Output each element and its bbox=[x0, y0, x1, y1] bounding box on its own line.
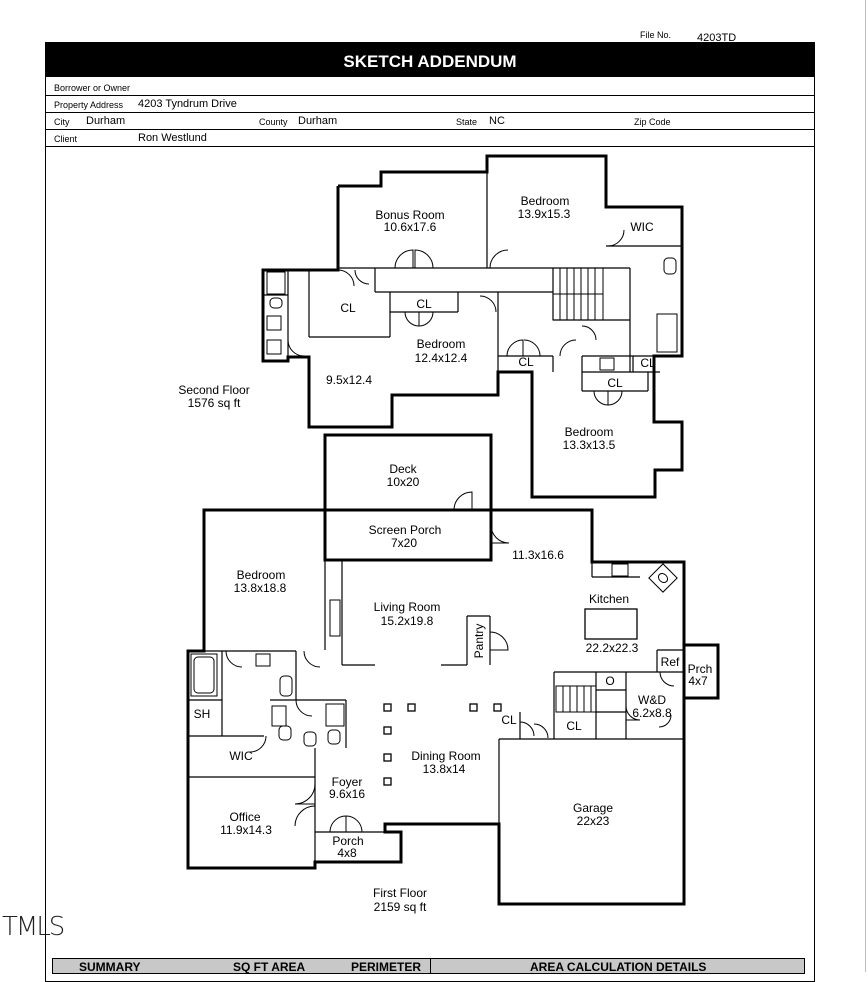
ff-shower: SH bbox=[194, 707, 211, 721]
city-row: City Durham County Durham State NC Zip C… bbox=[46, 112, 814, 130]
county-label: County bbox=[259, 117, 288, 127]
sf-bedroom2-dim: 12.4x12.4 bbox=[415, 351, 468, 365]
first-floor-interior bbox=[188, 560, 684, 868]
ff-porch-dim: 4x8 bbox=[337, 846, 357, 860]
first-floor-label: First Floor bbox=[373, 886, 427, 900]
ff-wd-dim: 6.2x8.8 bbox=[632, 706, 672, 720]
ff-screen-porch-name: Screen Porch bbox=[369, 523, 442, 537]
address-label: Property Address bbox=[54, 100, 124, 110]
ff-deck-name: Deck bbox=[389, 462, 417, 476]
first-floor-columns bbox=[383, 703, 502, 786]
ff-kitchen-dim: 22.2x22.3 bbox=[586, 641, 639, 655]
ff-bedroom-dim: 13.8x18.8 bbox=[234, 581, 287, 595]
ff-prch-name: Prch bbox=[688, 662, 713, 676]
sketch-form: SKETCH ADDENDUM Borrower or Owner Proper… bbox=[45, 42, 815, 982]
sf-wic: WIC bbox=[630, 220, 654, 234]
file-number: File No. 4203TD bbox=[640, 30, 736, 44]
summary-separator bbox=[430, 959, 431, 974]
sf-bedroom1-name: Bedroom bbox=[521, 194, 570, 208]
state-label: State bbox=[456, 117, 478, 127]
ff-dining-room-name: Dining Room bbox=[411, 749, 480, 763]
state-value: NC bbox=[489, 115, 505, 127]
address-row: Property Address 4203 Tyndrum Drive bbox=[46, 95, 814, 113]
ff-living-room-dim: 15.2x19.8 bbox=[381, 614, 434, 628]
ff-deck-dim: 10x20 bbox=[387, 475, 420, 489]
ff-kitchen-name: Kitchen bbox=[589, 592, 629, 606]
sf-room-dim: 9.5x12.4 bbox=[326, 373, 372, 387]
summary-col-area: SQ FT AREA bbox=[233, 960, 306, 974]
ff-wd-name: W&D bbox=[638, 693, 666, 707]
summary-col-summary: SUMMARY bbox=[79, 960, 141, 974]
sf-bedroom3-dim: 13.3x13.5 bbox=[563, 438, 616, 452]
first-floor-doors bbox=[225, 491, 675, 833]
second-floor-stairs bbox=[552, 267, 604, 321]
ff-foyer-name: Foyer bbox=[332, 775, 363, 789]
zip-label: Zip Code bbox=[634, 117, 671, 127]
ff-screen-porch-dim: 7x20 bbox=[391, 536, 417, 550]
client-label: Client bbox=[54, 134, 78, 144]
first-floor-fixtures bbox=[190, 563, 678, 747]
sf-closet-c: CL bbox=[518, 355, 534, 369]
first-floor-area: 2159 sq ft bbox=[374, 900, 427, 914]
ff-dining-room-dim: 13.8x14 bbox=[423, 762, 466, 776]
county-value: Durham bbox=[298, 115, 338, 127]
ff-garage-name: Garage bbox=[573, 801, 613, 815]
second-floor-interior bbox=[263, 172, 682, 392]
second-floor-area: 1576 sq ft bbox=[188, 396, 241, 410]
sf-bedroom1-dim: 13.9x15.3 bbox=[518, 207, 571, 221]
borrower-row: Borrower or Owner bbox=[46, 78, 814, 96]
ff-ref: Ref bbox=[661, 655, 680, 669]
ff-o-label: O bbox=[605, 674, 614, 688]
second-floor-exterior bbox=[261, 154, 684, 499]
city-label: City bbox=[54, 117, 70, 127]
sf-closet-a: CL bbox=[340, 301, 356, 315]
sf-closet-b: CL bbox=[416, 297, 432, 311]
city-value: Durham bbox=[86, 115, 126, 127]
summary-col-details: AREA CALCULATION DETAILS bbox=[530, 960, 707, 974]
second-floor-fixtures bbox=[266, 257, 678, 371]
tmls-watermark: TMLS bbox=[2, 912, 65, 942]
ff-prch-dim: 4x7 bbox=[688, 674, 708, 688]
ff-pantry: Pantry bbox=[472, 624, 486, 659]
first-floor-stairs bbox=[555, 685, 597, 713]
file-no-label: File No. bbox=[640, 30, 672, 40]
sf-bedroom2-name: Bedroom bbox=[417, 337, 466, 351]
sf-bonus-room-name: Bonus Room bbox=[375, 208, 444, 222]
ff-office-name: Office bbox=[229, 810, 260, 824]
ff-closet-b: CL bbox=[566, 719, 582, 733]
ff-wic: WIC bbox=[229, 749, 253, 763]
ff-closet-a: CL bbox=[501, 713, 517, 727]
client-value: Ron Westlund bbox=[138, 132, 207, 144]
ff-room-dim: 11.3x16.6 bbox=[512, 548, 564, 562]
summary-header: SUMMARY SQ FT AREA PERIMETER AREA CALCUL… bbox=[52, 958, 805, 974]
form-title: SKETCH ADDENDUM bbox=[46, 43, 814, 77]
client-row: Client Ron Westlund bbox=[46, 129, 814, 147]
address-value: 4203 Tyndrum Drive bbox=[138, 98, 237, 110]
sf-bonus-room-dim: 10.6x17.6 bbox=[384, 220, 437, 234]
summary-col-perimeter: PERIMETER bbox=[351, 960, 422, 974]
ff-office-dim: 11.9x14.3 bbox=[220, 823, 272, 837]
ff-foyer-dim: 9.6x16 bbox=[329, 787, 365, 801]
second-floor-label: Second Floor bbox=[178, 383, 249, 397]
ff-garage-dim: 22x23 bbox=[577, 814, 610, 828]
borrower-label: Borrower or Owner bbox=[54, 83, 131, 93]
sf-closet-e: CL bbox=[607, 376, 623, 390]
ff-bedroom-name: Bedroom bbox=[237, 568, 286, 582]
ff-living-room-name: Living Room bbox=[374, 600, 441, 614]
ff-porch-name: Porch bbox=[332, 834, 363, 848]
second-floor-doors bbox=[287, 229, 625, 406]
file-no-value: 4203TD bbox=[697, 32, 737, 44]
sf-closet-d: CL bbox=[640, 356, 656, 370]
sf-bedroom3-name: Bedroom bbox=[565, 425, 614, 439]
